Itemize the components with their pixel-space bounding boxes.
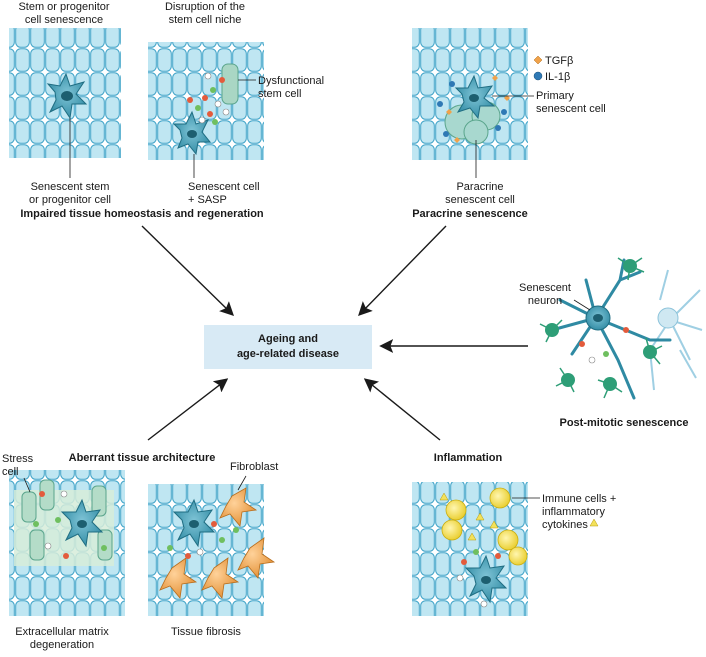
fibrosis-senescent-cell-icon bbox=[172, 498, 216, 548]
stem-callout-line2: or progenitor cell bbox=[29, 194, 111, 206]
ecm-stress-cells bbox=[21, 479, 113, 561]
ageing-center-box: Ageing and age-related disease bbox=[204, 325, 372, 369]
immune-callout-line2: inflammatory bbox=[542, 506, 605, 518]
niche-senescent-line1: Senescent cell bbox=[188, 181, 260, 193]
stress-label-line2: cell bbox=[2, 466, 19, 478]
arrow-inflammation bbox=[363, 378, 441, 441]
cytokine-particles bbox=[439, 492, 501, 608]
stress-label-line1: Stress bbox=[2, 453, 34, 465]
immune-callout-line1: Immune cells + bbox=[542, 493, 616, 505]
stem-title-line2: cell senescence bbox=[25, 14, 103, 26]
paracrine-primary-line2: senescent cell bbox=[536, 103, 606, 115]
inflammation-senescent-cell-icon bbox=[464, 554, 508, 604]
ecm-senescent-cell-icon bbox=[60, 498, 104, 548]
fibrosis-caption: Tissue fibrosis bbox=[171, 626, 241, 638]
paracrine-cells-icon bbox=[444, 101, 501, 145]
inflammation-caption: Inflammation bbox=[434, 452, 503, 464]
impaired-caption: Impaired tissue homeostasis and regenera… bbox=[20, 208, 264, 220]
center-line1: Ageing and bbox=[258, 333, 318, 345]
ecm-caption-line1: Extracellular matrix bbox=[15, 626, 109, 638]
niche-title-line2: stem cell niche bbox=[169, 14, 242, 26]
senescent-neuron-icon bbox=[550, 258, 672, 400]
ecm-particles bbox=[33, 490, 107, 559]
light-neuron-icon bbox=[648, 269, 703, 391]
arrow-paracrine bbox=[358, 225, 447, 317]
neuron-particles bbox=[579, 327, 629, 364]
stem-callout-line1: Senescent stem bbox=[31, 181, 110, 193]
tgfb-diamond-icon bbox=[533, 55, 543, 65]
niche-dysfunctional-line2: stem cell bbox=[258, 88, 301, 100]
fibroblast-icon bbox=[159, 487, 276, 599]
paracrine-caption: Paracrine senescence bbox=[412, 208, 528, 220]
legend-tgfb: TGFβ bbox=[533, 55, 573, 67]
legend-tgfb-label: TGFβ bbox=[545, 55, 573, 67]
cytokine-triangle-icon bbox=[589, 518, 599, 527]
arrow-impaired bbox=[141, 225, 235, 316]
dysfunctional-stem-cell-icon bbox=[221, 63, 239, 105]
niche-title-line1: Disruption of the bbox=[165, 1, 245, 13]
sasp-particles bbox=[187, 72, 230, 125]
glia-cells bbox=[539, 257, 663, 399]
stem-title-line1: Stem or progenitor bbox=[18, 1, 109, 13]
neuron-callout-line2: neuron bbox=[528, 295, 562, 307]
neuron-callout-line1: Senescent bbox=[519, 282, 571, 294]
paracrine-callout-line1: Paracrine bbox=[456, 181, 503, 193]
niche-dysfunctional-line1: Dysfunctional bbox=[258, 75, 324, 87]
aberrant-caption: Aberrant tissue architecture bbox=[69, 452, 216, 464]
legend-il1b: IL-1β bbox=[533, 71, 570, 83]
center-line2: age-related disease bbox=[236, 348, 340, 360]
fibroblast-label: Fibroblast bbox=[230, 461, 278, 473]
senescent-stem-cell-icon bbox=[46, 72, 88, 120]
post-mitotic-caption: Post-mitotic senescence bbox=[560, 417, 689, 429]
il1b-circle-icon bbox=[533, 71, 543, 81]
primary-senescent-cell-icon bbox=[454, 74, 496, 120]
fibrosis-particles bbox=[167, 521, 239, 559]
paracrine-primary-line1: Primary bbox=[536, 90, 574, 102]
niche-senescent-line2: + SASP bbox=[188, 194, 227, 206]
immune-callout-line3: cytokines bbox=[542, 519, 588, 531]
paracrine-callout-line2: senescent cell bbox=[445, 194, 515, 206]
legend-il1b-label: IL-1β bbox=[545, 71, 570, 83]
immune-cells-icon bbox=[441, 487, 528, 566]
arrow-aberrant bbox=[147, 378, 229, 441]
paracrine-particles bbox=[437, 75, 510, 143]
ecm-caption-line2: degeneration bbox=[30, 639, 94, 651]
